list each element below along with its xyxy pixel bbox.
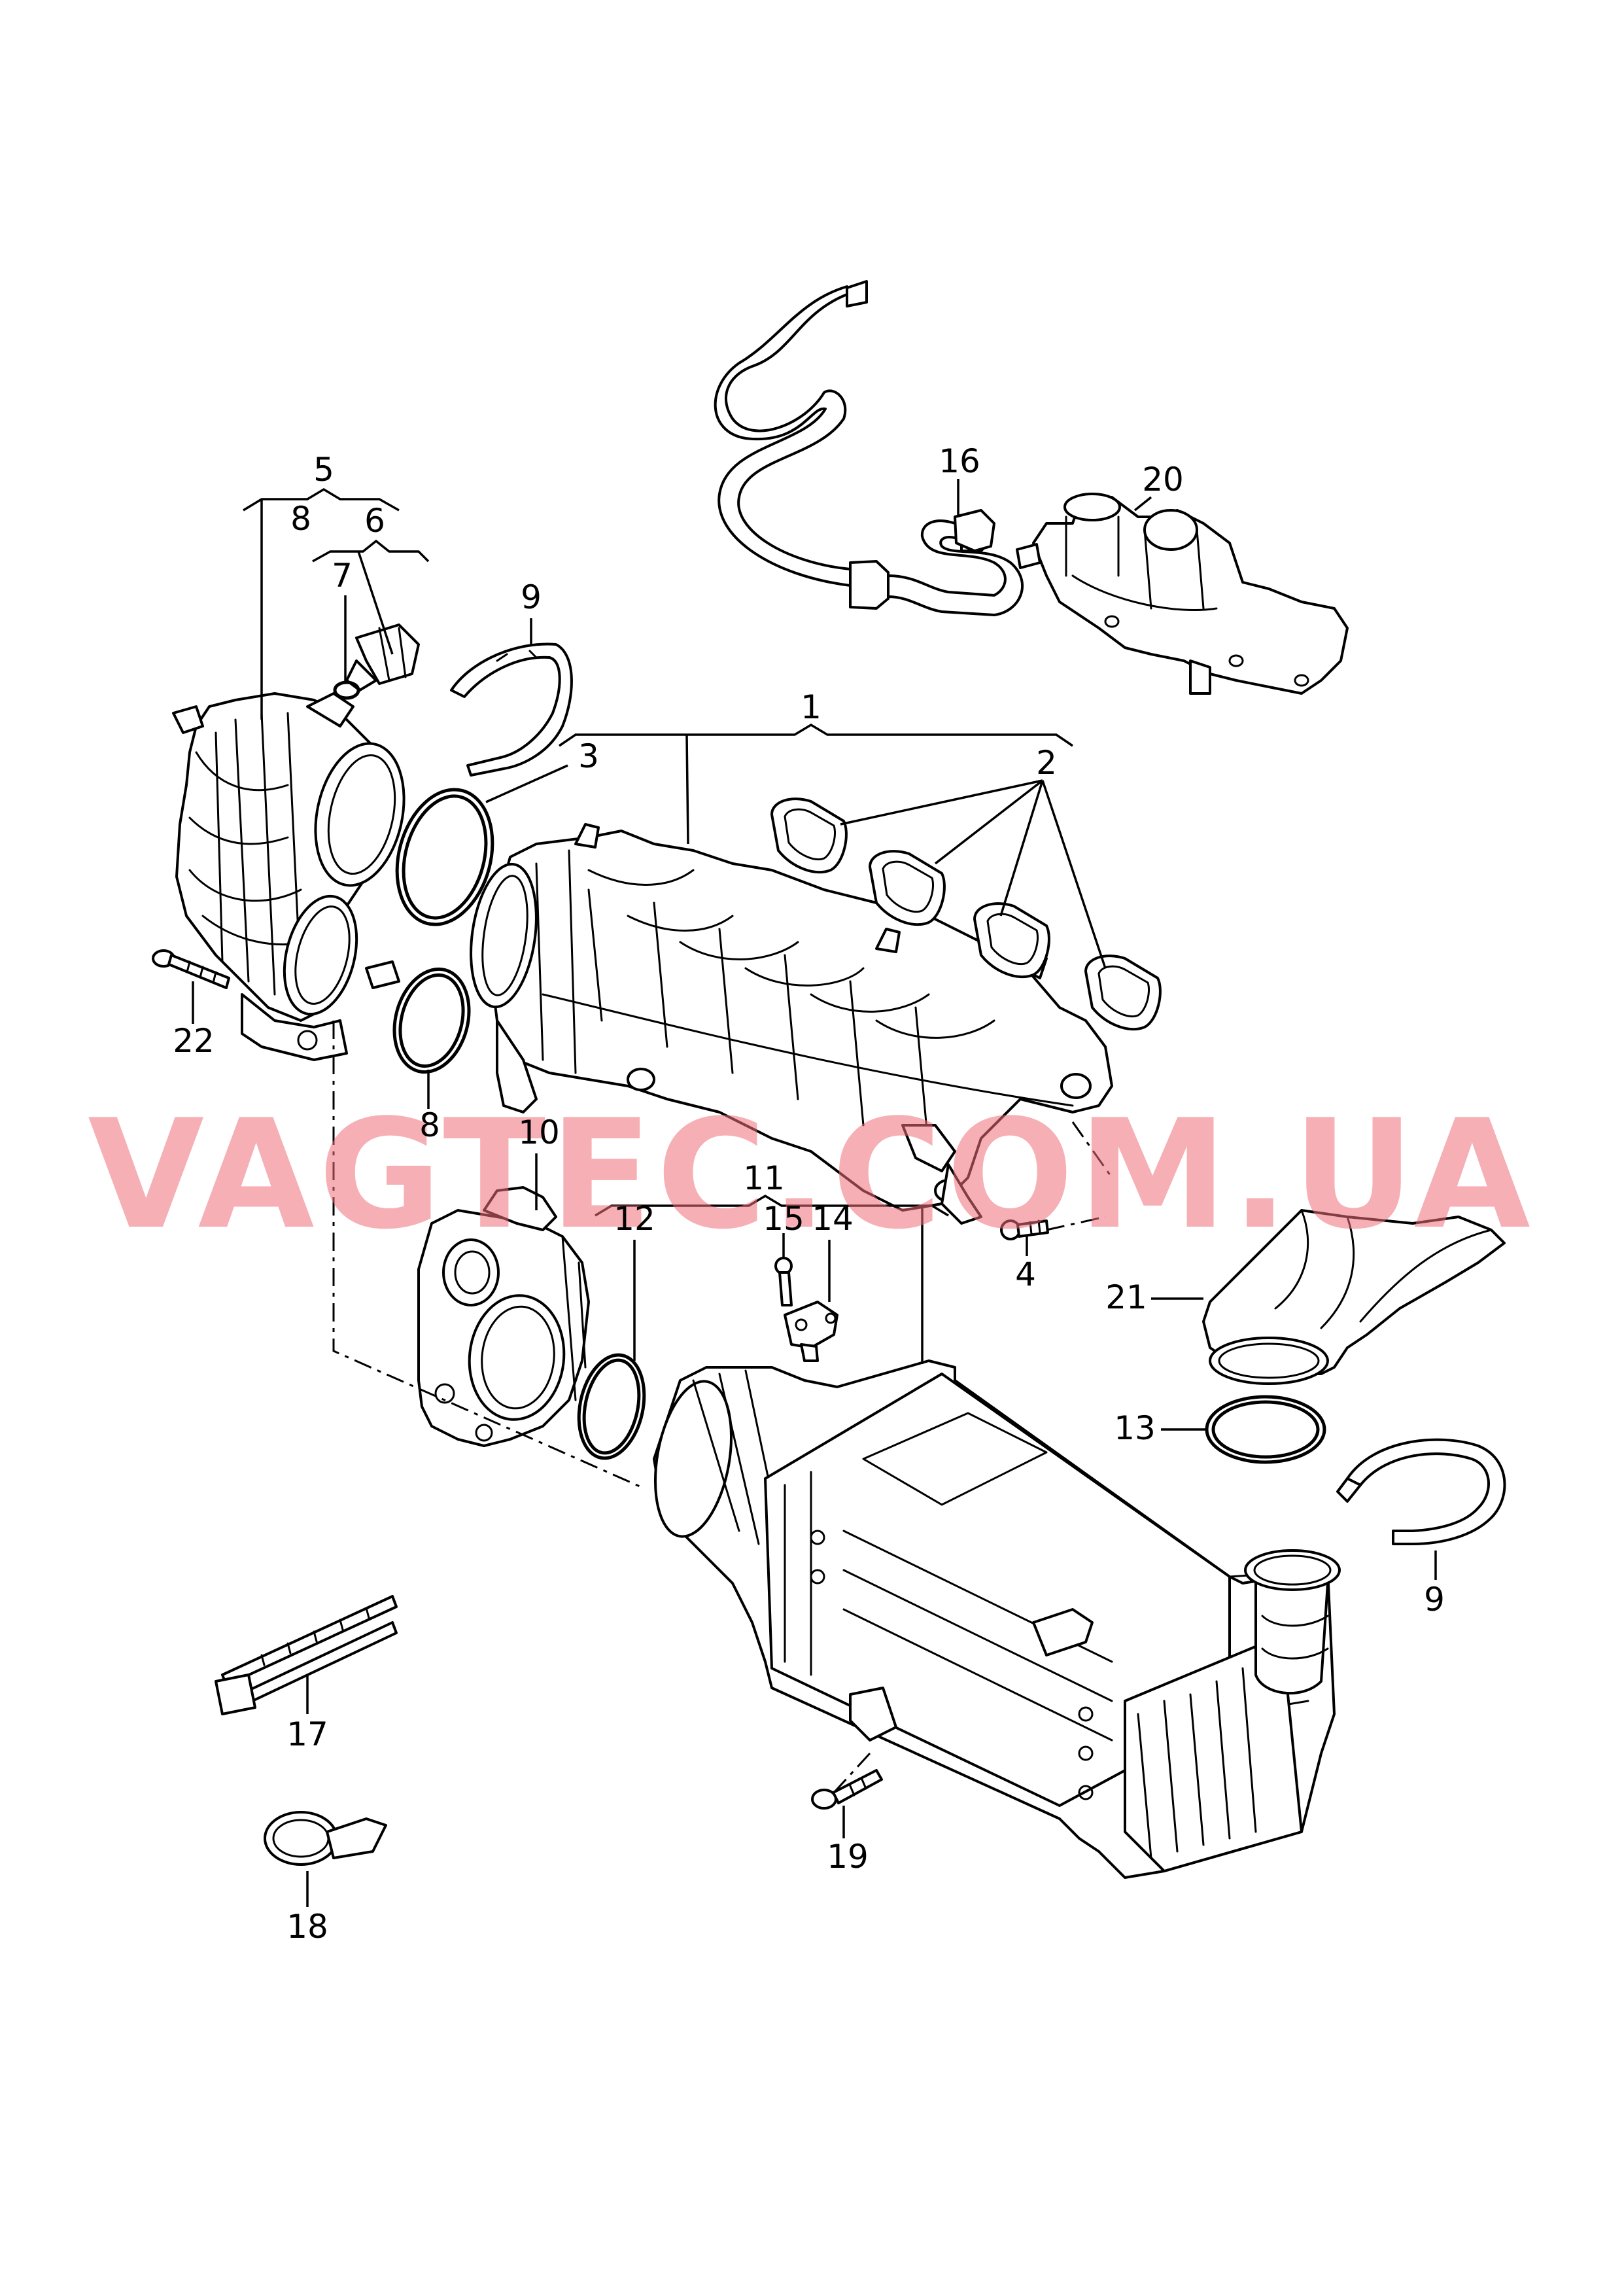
o-ring-icon[interactable] bbox=[383, 960, 480, 1080]
gasket-icon[interactable] bbox=[869, 850, 946, 926]
callout-3: 3 bbox=[578, 737, 599, 775]
callout-22: 22 bbox=[173, 1022, 215, 1060]
gasket-icon[interactable] bbox=[770, 797, 848, 874]
intake-manifold-icon[interactable] bbox=[462, 823, 1113, 1225]
clip-icon[interactable] bbox=[450, 642, 573, 777]
callout-11: 11 bbox=[743, 1159, 785, 1197]
callout-labels: 1 2 3 4 5 6 7 8 8 9 9 10 11 12 13 14 15 … bbox=[173, 442, 1445, 1946]
callout-9-top: 9 bbox=[521, 578, 542, 616]
callout-18: 18 bbox=[286, 1908, 328, 1946]
callout-6: 6 bbox=[364, 502, 385, 540]
callout-5: 5 bbox=[313, 451, 334, 489]
temperature-sender-icon[interactable] bbox=[784, 1301, 838, 1362]
o-ring-icon[interactable] bbox=[1205, 1395, 1326, 1464]
callout-2: 2 bbox=[1036, 744, 1057, 782]
seal-icon[interactable] bbox=[333, 680, 360, 700]
callout-16: 16 bbox=[939, 442, 980, 480]
callout-8: 8 bbox=[419, 1106, 440, 1144]
hose-clamp-icon[interactable] bbox=[264, 1811, 387, 1866]
oil-separator-icon[interactable] bbox=[1016, 493, 1349, 695]
leader-lines bbox=[192, 479, 1437, 1907]
clip-icon[interactable] bbox=[1336, 1438, 1506, 1545]
gasket-icon[interactable] bbox=[1084, 955, 1162, 1031]
bolt-icon[interactable] bbox=[774, 1257, 793, 1306]
callout-13: 13 bbox=[1114, 1409, 1156, 1447]
callout-15: 15 bbox=[763, 1200, 804, 1238]
cable-tie-icon[interactable] bbox=[215, 1595, 398, 1715]
charge-air-cooler-icon[interactable] bbox=[644, 1359, 1341, 1879]
intake-connector-icon[interactable] bbox=[172, 692, 416, 1061]
connector-icon[interactable] bbox=[954, 509, 995, 552]
callout-9-bottom: 9 bbox=[1424, 1581, 1445, 1619]
callout-19: 19 bbox=[827, 1838, 869, 1876]
callout-4: 4 bbox=[1015, 1255, 1036, 1293]
bolt-icon[interactable] bbox=[152, 949, 230, 989]
callout-1: 1 bbox=[801, 688, 821, 726]
callout-7: 7 bbox=[332, 557, 353, 595]
callout-21: 21 bbox=[1105, 1278, 1147, 1316]
o-ring-icon[interactable] bbox=[570, 1349, 653, 1464]
sensor-icon[interactable] bbox=[345, 623, 420, 692]
callout-8-top: 8 bbox=[290, 500, 311, 538]
callout-10: 10 bbox=[518, 1113, 560, 1151]
bolt-icon[interactable] bbox=[811, 1769, 883, 1810]
throttle-body-icon[interactable] bbox=[417, 1186, 590, 1447]
callout-17: 17 bbox=[286, 1715, 328, 1753]
callout-20: 20 bbox=[1142, 461, 1184, 499]
o-ring-icon[interactable] bbox=[383, 779, 507, 935]
watermark-text: VAGTEC.COM.UA bbox=[88, 1088, 1534, 1263]
callout-12: 12 bbox=[613, 1200, 655, 1238]
bolt-icon[interactable] bbox=[1000, 1219, 1049, 1240]
air-duct-icon[interactable] bbox=[1202, 1209, 1506, 1385]
callout-14: 14 bbox=[812, 1200, 854, 1238]
